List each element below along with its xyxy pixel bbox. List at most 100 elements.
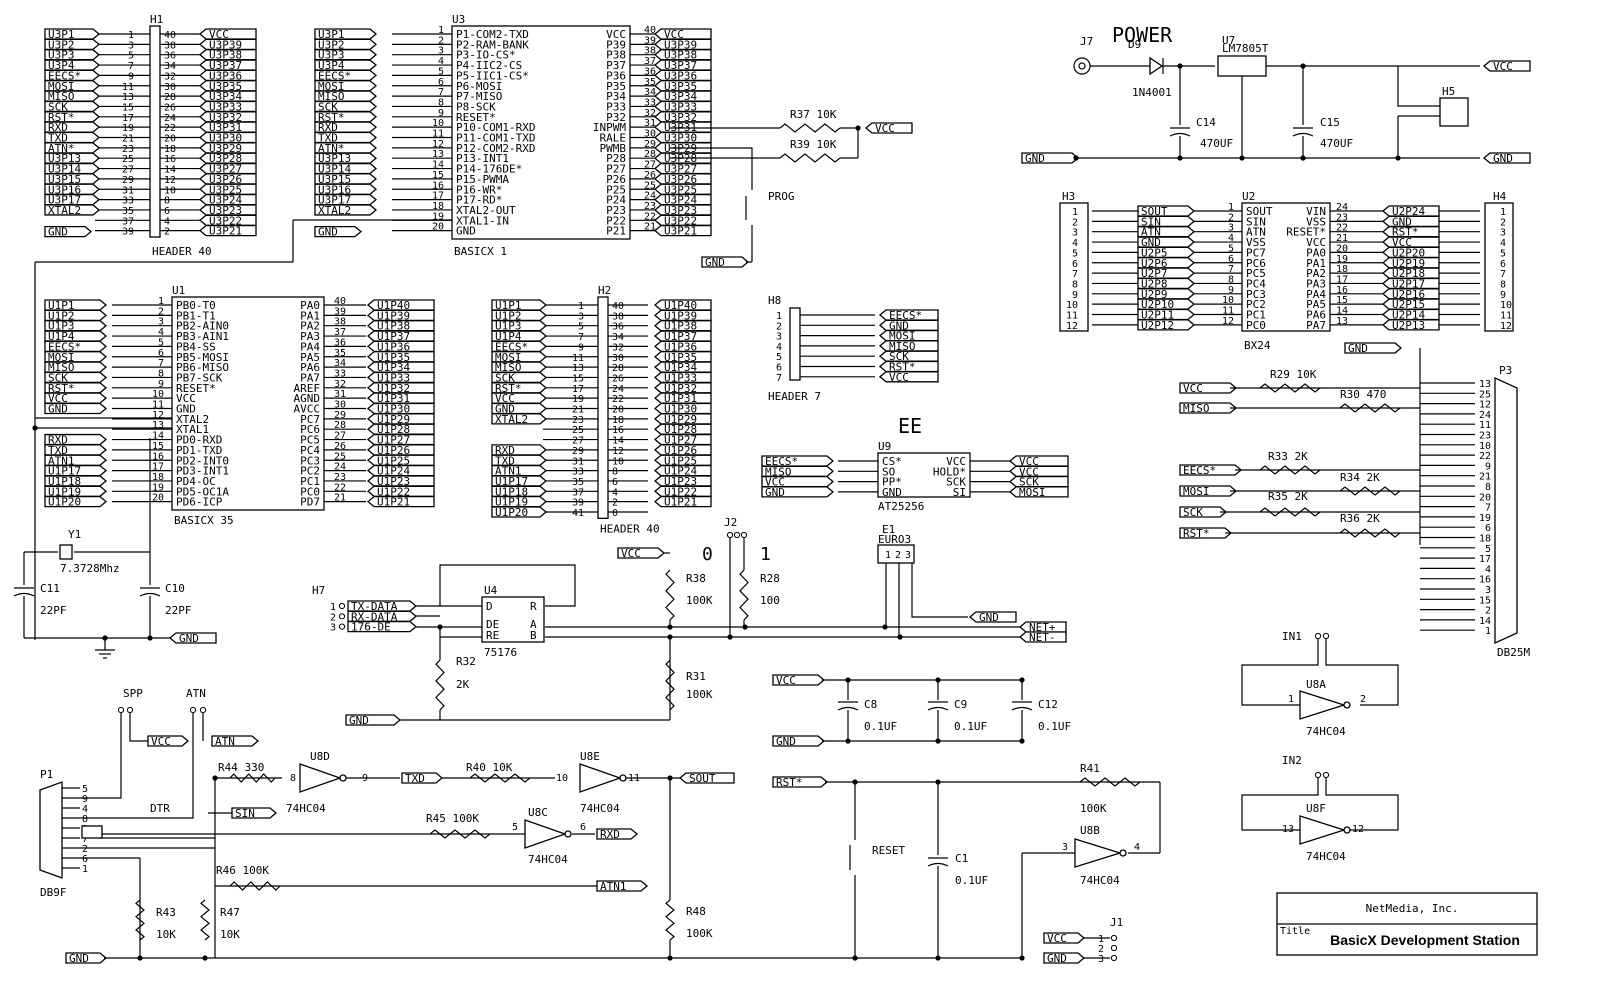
junction-dot [137,955,143,961]
pin-name: VCC [176,392,196,405]
part-ref: H1 [150,13,163,26]
net-flag [1381,298,1440,310]
pin-number: 12 [1066,321,1078,332]
net-label: U3P37 [209,59,242,72]
pin-number: 25 [334,451,346,462]
pin-number: 4 [612,487,618,498]
net-flag [44,28,101,40]
net-label: U3P3 [318,49,345,62]
net-label: RST* [1392,226,1419,239]
pin-number: 6 [438,77,444,88]
inverter-gate [299,763,342,793]
net-label: U1P35 [377,351,410,364]
net-flag [198,38,257,50]
pin-number: 12 [152,410,164,421]
pin-number: 30 [334,400,346,411]
pin-name: PC4 [1246,277,1266,290]
net-flag [366,309,435,322]
net-flag [314,193,378,206]
part-ref: U7 [1222,34,1235,47]
net-label: U1P27 [377,434,410,447]
pin-name: PD6-ICP [176,496,223,509]
net-flag [44,69,101,82]
net-label: MOSI [48,80,75,93]
pin-number: 35 [122,206,134,217]
gate-ref: U8A [1306,678,1326,691]
pin-number: 39 [644,35,656,46]
pin-number: 17 [152,462,164,473]
net-label: U1P19 [495,496,528,509]
pin-name: PD1-TXD [176,444,222,457]
net-flag [491,475,548,487]
net-flag [211,735,260,747]
pin-ring [740,531,748,539]
net-flag [1179,382,1238,394]
net-label: U1P32 [377,382,410,395]
label: ATN [186,687,206,700]
pin-number: 21 [1479,472,1491,483]
res-label: R36 2K [1340,512,1380,525]
pin-name: PC4 [300,444,320,457]
net-flag [44,49,101,61]
net-flag [314,111,378,123]
pin-number: 3 [128,40,134,51]
net-label: XTAL2 [318,204,351,217]
net-flag [314,131,378,144]
net-label: RXD [495,444,515,457]
net-label: GND [889,319,909,332]
net-label: U1P33 [664,371,697,384]
label: 10 [556,773,568,784]
pin-number: 33 [122,196,134,207]
pin-number: 5 [1485,544,1491,555]
net-label: U1P24 [664,465,697,478]
net-label: U1P37 [664,330,697,343]
box [789,307,801,381]
pin-name: PA0 [300,299,320,312]
net-flag [1381,257,1440,269]
pin-ring [1314,632,1322,640]
net-label: MOSI [1019,486,1046,499]
net-flag [1344,342,1403,354]
inverter-gate [1074,838,1123,868]
net-flag [1137,205,1196,217]
net-label: RXD [48,434,68,447]
net-label: U3P25 [209,183,242,196]
net-flag [653,193,712,206]
pin-number: 3 [776,332,782,343]
net-label: GND [349,714,369,727]
cap-plate [927,706,949,711]
part-value: BX24 [1244,339,1271,352]
pin-number: 33 [644,97,656,108]
net-label: GND [179,632,199,645]
net-flag [44,38,101,50]
pin-number: 3 [1500,228,1506,239]
net-flag [1137,226,1196,238]
label: 13 [1282,824,1294,835]
net-label: U3P39 [664,38,697,51]
pin-number: 4 [164,216,170,227]
res-ref: R41 [1080,762,1100,775]
res-label: R39 10K [790,138,837,151]
pin-number: 3 [1485,585,1491,596]
part-value: 22PF [165,604,192,617]
part-ref: U3 [452,13,465,26]
pin-name: INPWM [593,121,626,134]
net-label: U1P18 [495,485,528,498]
net-label: U1P22 [377,485,410,498]
label: 3 [1062,842,1068,853]
net-label: U3P2 [318,38,345,51]
pin-number: 36 [644,66,656,77]
pin-number: 7 [82,834,88,845]
net-flag [491,444,548,456]
net-label: SCK [318,100,338,113]
net-label: U3P15 [318,173,351,186]
net-label: GND [69,952,89,965]
diode [1149,56,1164,76]
net-flag [491,330,548,342]
net-flag [653,351,712,363]
net-flag [701,256,750,268]
pin-number: 1 [578,301,584,312]
pin-number: 9 [578,342,584,353]
res-ref: R32 [456,655,476,668]
pin-number: 22 [334,482,346,493]
